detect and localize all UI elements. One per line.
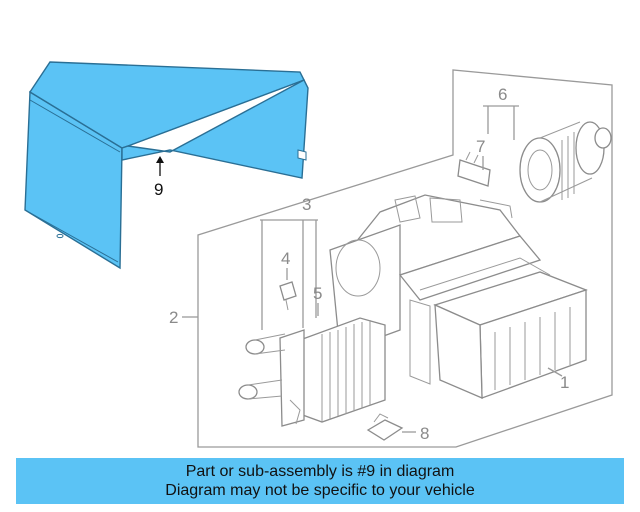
part-9-cover[interactable] — [24, 61, 309, 270]
callout-6: 6 — [498, 85, 507, 104]
callout-2: 2 — [169, 308, 178, 327]
leader-1 — [547, 367, 563, 377]
callout-3: 3 — [302, 195, 311, 214]
callout-4: 4 — [281, 249, 290, 268]
parts-diagram: 9 6 7 1 — [24, 61, 613, 448]
part-1-evaporator[interactable] — [419, 257, 588, 399]
leader-9-arrow — [156, 156, 164, 163]
leader-6 — [483, 105, 519, 140]
callout-8: 8 — [420, 424, 429, 443]
callout-1: 1 — [560, 373, 569, 392]
callout-9: 9 — [154, 180, 163, 199]
part-7-resistor[interactable] — [457, 151, 491, 187]
callout-5: 5 — [313, 284, 322, 303]
leader-3 — [260, 219, 318, 330]
part-8-bracket[interactable] — [366, 413, 404, 441]
callout-7: 7 — [476, 137, 485, 156]
part-6-blower-motor[interactable] — [519, 121, 612, 203]
part-4-clip[interactable] — [279, 281, 297, 311]
assembly-outline — [197, 69, 613, 448]
info-banner: Part or sub-assembly is #9 in diagram Di… — [16, 458, 624, 504]
heater-core[interactable] — [238, 317, 386, 427]
banner-line-2: Diagram may not be specific to your vehi… — [165, 482, 475, 499]
banner-line-1: Part or sub-assembly is #9 in diagram — [185, 463, 455, 480]
hvac-housing[interactable] — [329, 194, 542, 385]
